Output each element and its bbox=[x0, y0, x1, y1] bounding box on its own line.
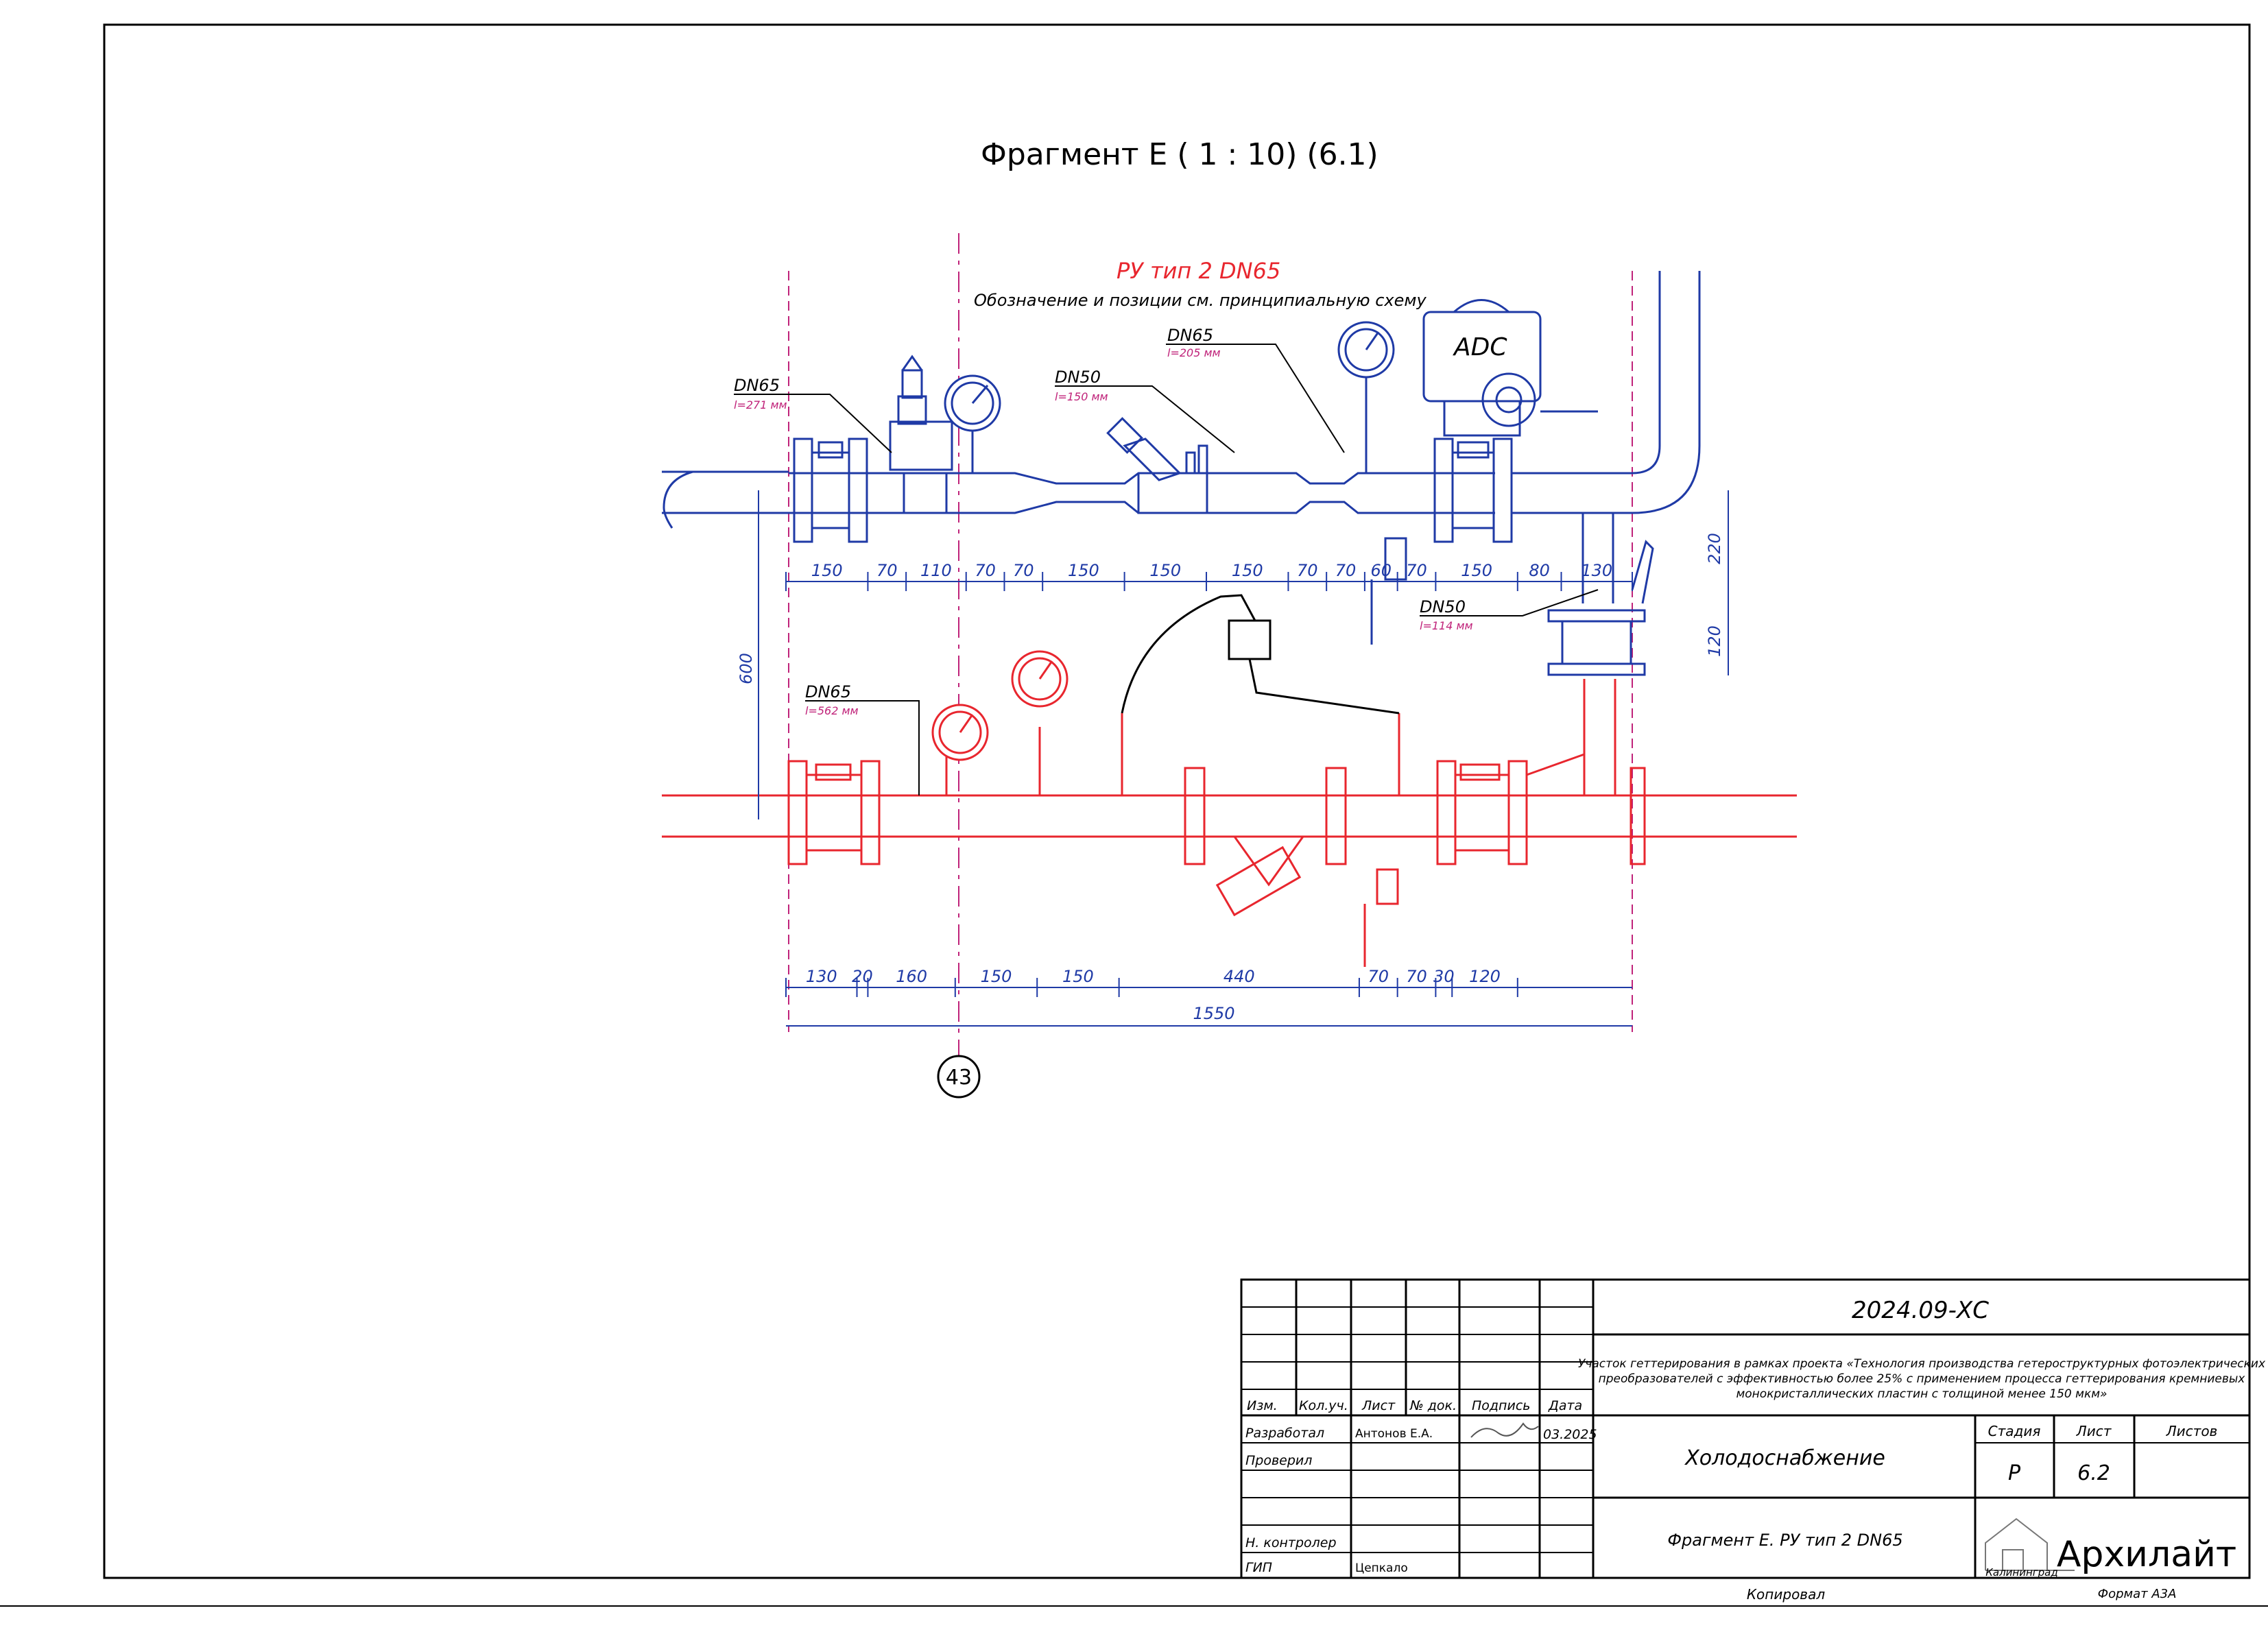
dim-top-label: 70 bbox=[1406, 561, 1427, 580]
tb-role-1: Разработал bbox=[1245, 1426, 1324, 1441]
title-block bbox=[1240, 1278, 2251, 1579]
callout-len-5: l=562 мм bbox=[805, 704, 859, 717]
dim-top-label: 80 bbox=[1529, 561, 1550, 580]
callout-dn-2: DN50 bbox=[1055, 368, 1101, 387]
supply-line bbox=[662, 679, 1797, 967]
dims-top: 150 70 110 70 70 150 150 150 70 70 60 70 150 80 130 bbox=[785, 561, 1633, 591]
callout-dn-3: DN65 bbox=[1167, 326, 1213, 345]
tb-name-1: Антонов Е.А. bbox=[1355, 1427, 1433, 1441]
dim-top-label: 70 bbox=[1297, 561, 1318, 580]
tb-h-list: Лист bbox=[1361, 1398, 1396, 1413]
tb-city: Калининград bbox=[1985, 1566, 2058, 1579]
return-line bbox=[662, 271, 1701, 676]
unit-note: Обозначение и позиции см. принципиальную… bbox=[974, 291, 1427, 310]
axis-marker-label: 43 bbox=[946, 1066, 972, 1090]
dims-bottom: 130 20 160 150 150 440 70 70 30 120 bbox=[785, 967, 1518, 997]
tb-project-3: монокристаллических пластин с толщиной м… bbox=[1736, 1387, 2107, 1401]
dim-top-label: 60 bbox=[1371, 561, 1392, 580]
dim-bottom-label: 20 bbox=[852, 967, 873, 986]
tb-h-izm: Изм. bbox=[1247, 1398, 1278, 1413]
supply-gauges bbox=[931, 650, 1069, 761]
dim-bottom-label: 440 bbox=[1223, 967, 1255, 986]
dp-switch bbox=[1121, 594, 1400, 715]
dim-bottom-label: 30 bbox=[1433, 967, 1455, 986]
page-title: Фрагмент Е ( 1 : 10) (6.1) bbox=[981, 137, 1378, 172]
tb-date: 03.2025 bbox=[1543, 1427, 1597, 1442]
tb-h-kol: Кол.уч. bbox=[1299, 1398, 1348, 1413]
dim-bottom-label: 130 bbox=[806, 967, 837, 986]
tb-company: Архилайт bbox=[2057, 1534, 2236, 1575]
dimension-lines bbox=[758, 490, 1729, 1027]
axis-marker bbox=[937, 1055, 981, 1099]
dim-top-label: 150 bbox=[811, 561, 843, 580]
tb-h-doc: № док. bbox=[1409, 1398, 1457, 1413]
tb-project-2: преобразователей с эффективностью более … bbox=[1599, 1372, 2246, 1386]
dim-top-label: 150 bbox=[1068, 561, 1099, 580]
tb-stage: Р bbox=[2008, 1461, 2021, 1485]
tb-code: 2024.09-ХС bbox=[1852, 1297, 1989, 1324]
dim-top-label: 150 bbox=[1232, 561, 1263, 580]
dim-top-label: 110 bbox=[920, 561, 952, 580]
tb-role-5: ГИП bbox=[1245, 1560, 1272, 1575]
tb-sheet: 6.2 bbox=[2077, 1461, 2110, 1485]
dim-bottom-label: 160 bbox=[896, 967, 927, 986]
dim-total: 1550 bbox=[1193, 1004, 1234, 1023]
tb-sheet-name: Фрагмент Е. РУ тип 2 DN65 bbox=[1667, 1531, 1902, 1550]
centerlines bbox=[788, 271, 1633, 1032]
dim-top-label: 130 bbox=[1581, 561, 1612, 580]
company-logo-mark bbox=[1985, 1518, 2075, 1571]
tb-role-4: Н. контролер bbox=[1245, 1535, 1337, 1550]
return-gauges bbox=[944, 321, 1395, 473]
dim-bottom-label: 120 bbox=[1469, 967, 1501, 986]
tb-h-date: Дата bbox=[1548, 1398, 1582, 1413]
tb-project-1: Участок геттерирования в рамках проекта … bbox=[1578, 1357, 2266, 1371]
dim-vertical-600: 600 bbox=[737, 653, 756, 684]
tb-name-5: Цепкало bbox=[1355, 1561, 1408, 1575]
callout-dn-1: DN65 bbox=[734, 376, 780, 395]
dim-bottom-label: 150 bbox=[981, 967, 1012, 986]
dim-top-label: 70 bbox=[975, 561, 996, 580]
brand-label: ADC bbox=[1453, 333, 1507, 361]
dim-top-label: 150 bbox=[1149, 561, 1181, 580]
drawing-frame bbox=[103, 23, 2251, 1579]
dim-top-label: 70 bbox=[1335, 561, 1357, 580]
callout-len-4: l=114 мм bbox=[1420, 619, 1473, 632]
tb-format: Формат А3А bbox=[2098, 1587, 2177, 1601]
signature bbox=[1470, 1422, 1539, 1438]
dim-top-label: 70 bbox=[876, 561, 898, 580]
callout-len-1: l=271 мм bbox=[734, 398, 787, 411]
dim-bottom-label: 150 bbox=[1062, 967, 1094, 986]
tb-role-2: Проверил bbox=[1245, 1453, 1312, 1468]
tb-stage-label: Стадия bbox=[1988, 1423, 2041, 1439]
dim-top-label: 70 bbox=[1013, 561, 1034, 580]
tb-copied: Копировал bbox=[1747, 1586, 1825, 1603]
tb-section: Холодоснабжение bbox=[1684, 1446, 1885, 1470]
callout-leaders bbox=[734, 344, 1599, 795]
dim-bottom-label: 70 bbox=[1368, 967, 1389, 986]
callout-dn-4: DN50 bbox=[1420, 597, 1466, 616]
dim-vertical-120: 120 bbox=[1705, 625, 1724, 657]
dim-bottom-label: 70 bbox=[1406, 967, 1427, 986]
callout-dn-5: DN65 bbox=[805, 682, 851, 702]
tb-sheet-label: Лист bbox=[2076, 1423, 2112, 1439]
dim-top-label: 150 bbox=[1461, 561, 1492, 580]
tb-h-sign: Подпись bbox=[1472, 1398, 1530, 1413]
dim-vertical-220: 220 bbox=[1705, 533, 1724, 564]
callout-len-2: l=150 мм bbox=[1055, 390, 1108, 403]
tb-sheets-label: Листов bbox=[2166, 1423, 2218, 1439]
unit-title: РУ тип 2 DN65 bbox=[1117, 258, 1280, 284]
callout-len-3: l=205 мм bbox=[1167, 346, 1221, 359]
